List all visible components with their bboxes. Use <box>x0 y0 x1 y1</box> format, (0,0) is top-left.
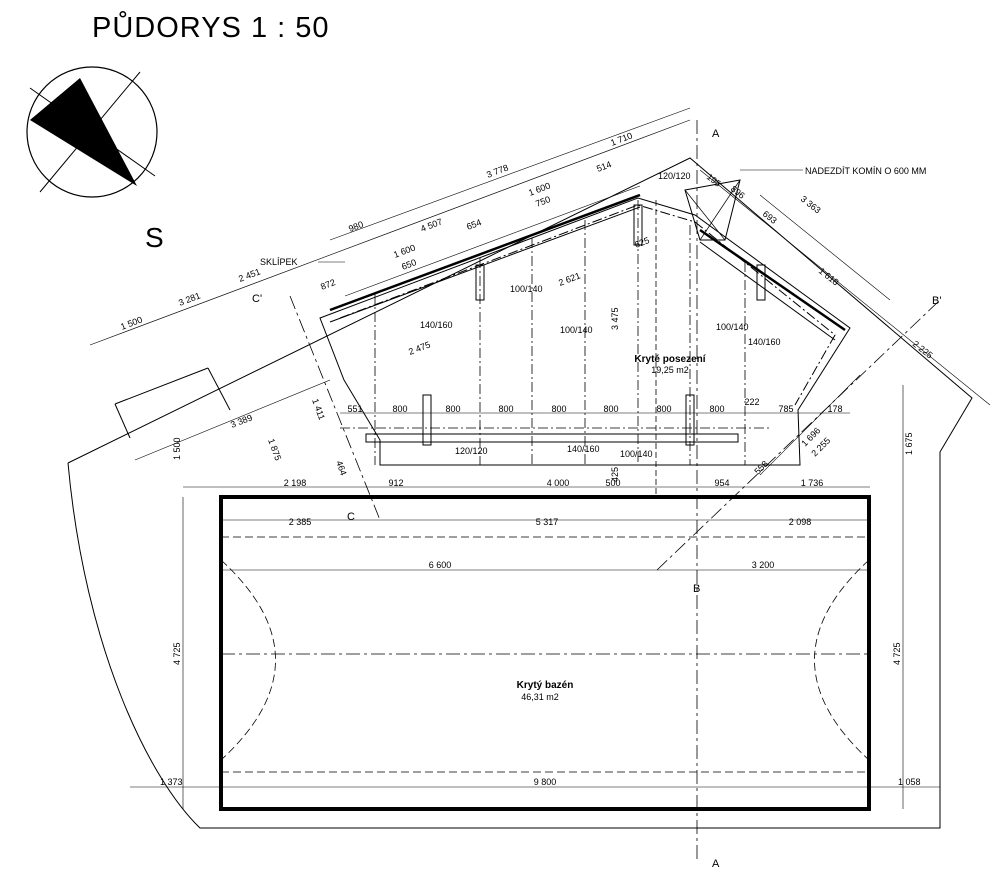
section-mark-b-right: B' <box>932 295 941 307</box>
dim-text: 800 <box>551 404 566 414</box>
beam-label: 140/160 <box>567 444 600 454</box>
dim-text: 2 621 <box>557 270 582 287</box>
beam-label: 100/140 <box>716 322 749 332</box>
dim-text: 1 500 <box>172 437 182 460</box>
dim-text: 896 <box>729 184 747 201</box>
dim-text: 800 <box>392 404 407 414</box>
beam-label: 120/120 <box>658 171 691 181</box>
pool-room-name: Krytý bazén <box>517 680 574 691</box>
dim-text: 3 475 <box>610 307 620 330</box>
dim-text: 4 000 <box>547 478 570 488</box>
dim-text: 558 <box>752 459 770 477</box>
seating-room-area: 19,25 m2 <box>651 365 689 375</box>
dim-text: 551 <box>347 404 362 414</box>
dimension-lines <box>89 107 991 809</box>
north-arrow-icon <box>26 66 158 198</box>
beam-label: 140/160 <box>748 337 781 347</box>
dim-text: 464 <box>334 459 349 477</box>
beam-label: 100/140 <box>560 325 593 335</box>
dim-text: 3 281 <box>177 290 202 307</box>
dim-text: 425 <box>610 467 620 482</box>
dim-text: 800 <box>709 404 724 414</box>
section-mark-b-mid: B <box>693 583 700 595</box>
dim-text: 3 200 <box>752 560 775 570</box>
dim-text: 800 <box>603 404 618 414</box>
dim-text: 625 <box>633 235 651 250</box>
dim-text: 1 618 <box>817 266 841 288</box>
dim-text: 1 675 <box>904 432 914 455</box>
dim-text: 785 <box>778 404 793 414</box>
dim-text: 5 317 <box>536 517 559 527</box>
dim-text: 912 <box>388 478 403 488</box>
dim-text: 6 600 <box>429 560 452 570</box>
dim-text: 693 <box>761 209 779 226</box>
section-lines <box>289 120 941 860</box>
dim-text: 872 <box>319 277 337 292</box>
drawing-title: PŮDORYS 1 : 50 <box>92 12 330 44</box>
section-mark-a-bottom: A <box>712 858 720 870</box>
dim-text: 1 875 <box>266 437 283 462</box>
dim-text: 800 <box>445 404 460 414</box>
dim-text: 2 198 <box>284 478 307 488</box>
dim-text: 800 <box>656 404 671 414</box>
section-mark-a-top: A <box>712 128 720 140</box>
seating-room-name: Kryté posezení <box>634 354 706 365</box>
dim-text: 4 725 <box>172 642 182 665</box>
pool-room-area: 46,31 m2 <box>521 692 559 702</box>
beam-label: 100/140 <box>620 449 653 459</box>
beam-label: 120/120 <box>455 446 488 456</box>
dim-text: 4 507 <box>419 216 444 233</box>
dim-text: 4 725 <box>892 642 902 665</box>
beam-label: 140/160 <box>420 320 453 330</box>
dim-text: 3 778 <box>485 162 510 179</box>
dim-text: 500 <box>605 478 620 488</box>
dim-text: 3 389 <box>229 412 254 429</box>
seating-pavilion <box>319 179 851 497</box>
sklipek-note: SKLÍPEK <box>260 257 298 267</box>
dim-text: 800 <box>498 404 513 414</box>
dim-text: 980 <box>347 219 365 234</box>
dim-text: 654 <box>465 217 483 232</box>
dim-text: 954 <box>714 478 729 488</box>
dim-text: 1 736 <box>801 478 824 488</box>
chimney-note: NADEZDÍT KOMÍN O 600 MM <box>805 166 926 176</box>
dim-text: 2 385 <box>289 517 312 527</box>
beam-label: 100/140 <box>510 284 543 294</box>
dim-text: 2 475 <box>407 339 432 356</box>
dim-text: 2 098 <box>789 517 812 527</box>
dim-text: 178 <box>827 404 842 414</box>
terrain-outline <box>67 157 973 829</box>
dim-text: 514 <box>595 159 613 174</box>
dim-text: 750 <box>534 194 552 209</box>
dim-text: 2 451 <box>237 266 262 283</box>
pool-outline <box>219 495 871 811</box>
dim-text: 1 710 <box>609 130 634 147</box>
dim-text: 9 800 <box>534 777 557 787</box>
dim-text: 222 <box>744 397 759 407</box>
dim-text: 1 411 <box>310 397 327 421</box>
dim-text: 1 373 <box>160 777 183 787</box>
north-label: S <box>145 222 164 253</box>
dim-text: 3 363 <box>799 194 823 216</box>
section-mark-c-left: C' <box>252 293 262 305</box>
section-mark-c-mid: C <box>347 511 355 523</box>
dim-text: 1 058 <box>898 777 921 787</box>
